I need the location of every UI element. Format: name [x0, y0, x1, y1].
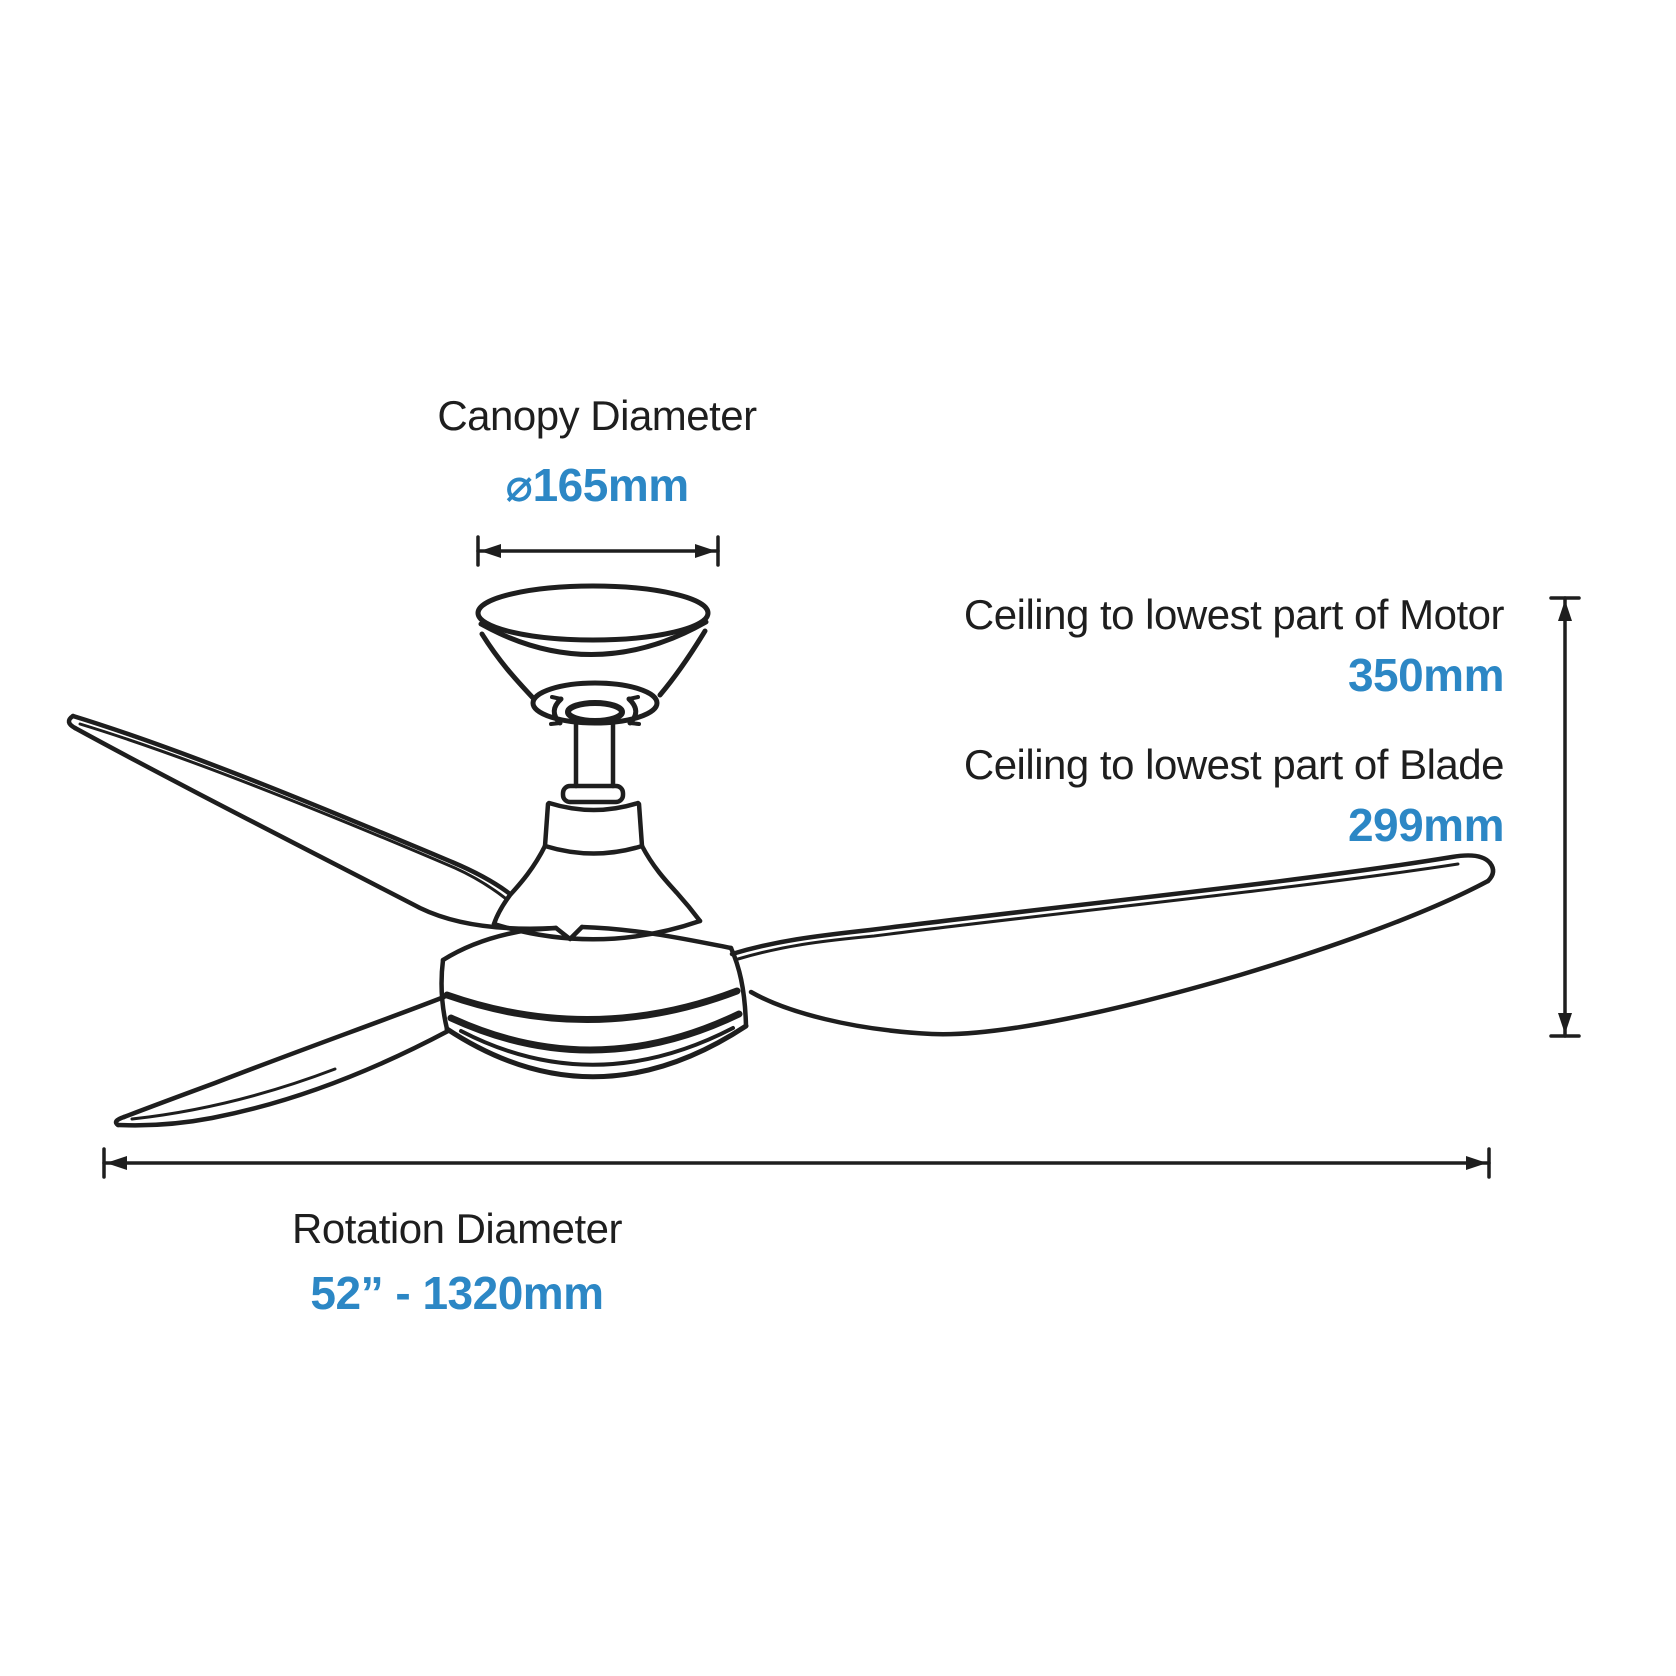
- canopy-diameter-label: Canopy Diameter: [437, 392, 757, 439]
- housing-ring-upper: [443, 987, 741, 1023]
- fan-blade-right: [729, 853, 1496, 1037]
- fan-motor-bell: [491, 800, 703, 942]
- ceiling-drop-dimension-line: [1549, 596, 1581, 1038]
- light-lens-inner: [459, 1026, 735, 1067]
- arrowhead-right-icon: [1466, 1156, 1487, 1170]
- arrowhead-left-icon: [106, 1156, 127, 1170]
- rotation-diameter-value: 52” - 1320mm: [310, 1267, 604, 1319]
- canopy-dimension-line: [476, 535, 720, 567]
- fan-motor-housing-light: [439, 924, 749, 1080]
- arrowhead-left-icon: [480, 544, 501, 558]
- motor-drop-label: Ceiling to lowest part of Motor: [963, 591, 1505, 638]
- arrowhead-right-icon: [695, 544, 716, 558]
- blade-drop-label: Ceiling to lowest part of Blade: [963, 741, 1505, 788]
- downrod-collar: [565, 700, 625, 724]
- fan-blade-lower-left: [113, 994, 451, 1128]
- blade-drop-value: 299mm: [1347, 799, 1505, 851]
- fan-blade-upper-left: [66, 713, 559, 931]
- blade-root-notch: [553, 924, 585, 942]
- arrowhead-down-icon: [1558, 1013, 1572, 1034]
- canopy-diameter-value: ⌀165mm: [505, 459, 689, 511]
- rotation-dimension-line: [102, 1147, 1491, 1179]
- rotation-arrows-icon: [549, 695, 641, 726]
- fan-canopy: [475, 583, 711, 726]
- fan-downrod: [560, 718, 626, 805]
- arrowhead-up-icon: [1558, 600, 1572, 621]
- housing-ring-lower: [447, 1010, 743, 1054]
- motor-drop-value: 350mm: [1347, 649, 1505, 701]
- rotation-diameter-label: Rotation Diameter: [292, 1205, 622, 1252]
- light-lens-outer: [444, 1023, 749, 1080]
